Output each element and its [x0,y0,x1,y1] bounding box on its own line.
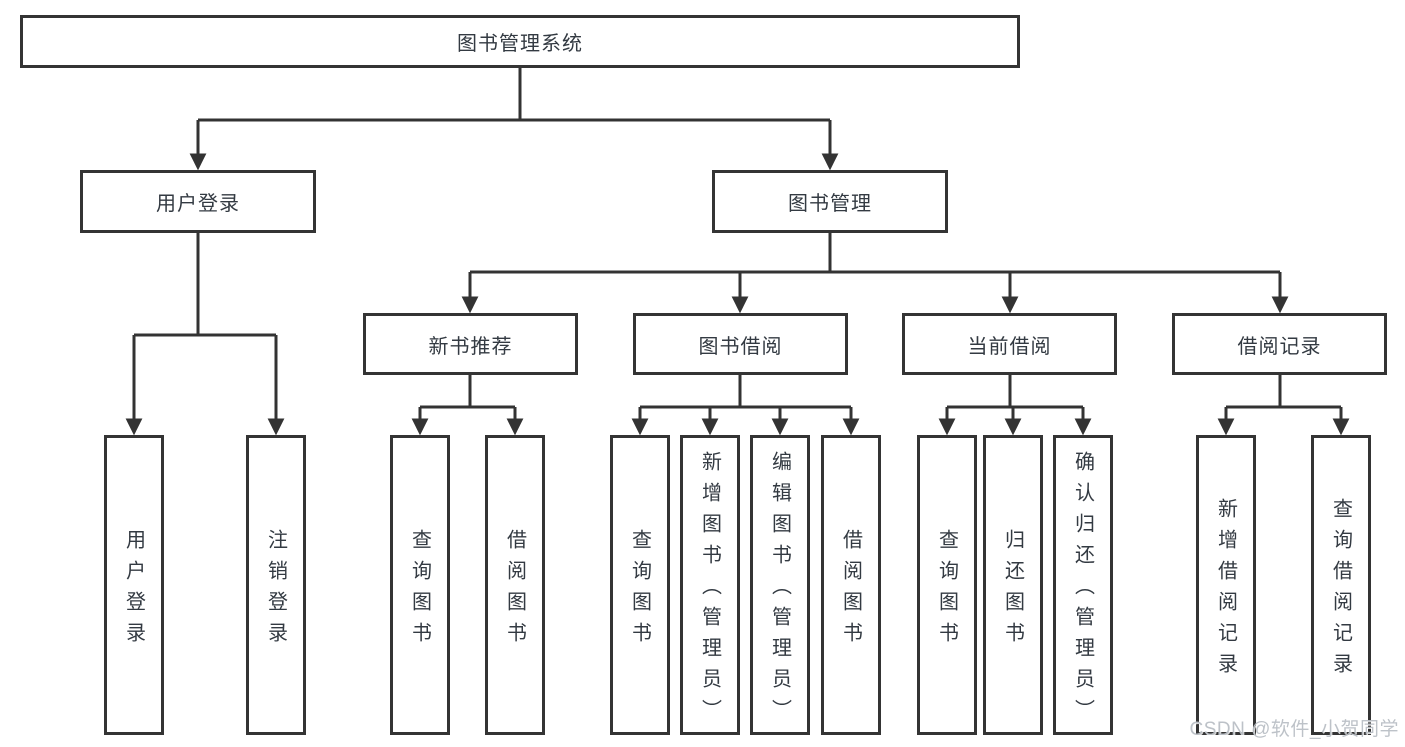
node-label: 查询图书 [935,528,958,653]
node-label: 编辑图书（管理员） [768,451,791,730]
node-label: 新增借阅记录 [1214,497,1237,684]
node-label: 归还图书 [1001,528,1024,653]
node-label: 新书推荐 [428,335,513,358]
node-book-management-branch: 图书管理 [712,170,948,233]
node-label: 查询图书 [408,528,431,653]
node-logout: 注销登录 [246,435,306,735]
node-add-borrow-record: 新增借阅记录 [1196,435,1256,735]
node-query-books-current: 查询图书 [917,435,977,735]
node-label: 注销登录 [264,528,287,653]
node-query-books-borrowing: 查询图书 [610,435,670,735]
node-label: 图书借阅 [698,335,783,358]
node-label: 用户登录 [122,528,145,653]
node-query-books-recommend: 查询图书 [390,435,450,735]
node-user-login-branch: 用户登录 [80,170,316,233]
node-label: 查询借阅记录 [1329,497,1352,684]
node-label: 当前借阅 [967,335,1052,358]
node-label: 新增图书（管理员） [698,451,721,730]
watermark: CSDN @软件_小贺同学 [1189,719,1399,740]
node-current-borrowing: 当前借阅 [902,313,1117,375]
node-label: 用户登录 [156,193,240,215]
node-borrow-books: 借阅图书 [821,435,881,735]
node-borrowing-records: 借阅记录 [1172,313,1387,375]
node-edit-book-admin: 编辑图书（管理员） [750,435,810,735]
node-return-books: 归还图书 [983,435,1043,735]
node-label: 借阅记录 [1237,335,1322,358]
node-label: 借阅图书 [503,528,526,653]
node-library-management-system: 图书管理系统 [20,15,1020,68]
node-new-book-recommendation: 新书推荐 [363,313,578,375]
node-label: 查询图书 [628,528,651,653]
node-confirm-return-admin: 确认归还（管理员） [1053,435,1113,735]
node-add-book-admin: 新增图书（管理员） [680,435,740,735]
node-label: 图书管理系统 [457,33,583,55]
node-label: 图书管理 [788,193,872,215]
node-label: 借阅图书 [839,528,862,653]
node-book-borrowing: 图书借阅 [633,313,848,375]
node-borrow-books-recommend: 借阅图书 [485,435,545,735]
node-label: 确认归还（管理员） [1071,451,1094,730]
node-query-borrow-record: 查询借阅记录 [1311,435,1371,735]
node-user-login: 用户登录 [104,435,164,735]
